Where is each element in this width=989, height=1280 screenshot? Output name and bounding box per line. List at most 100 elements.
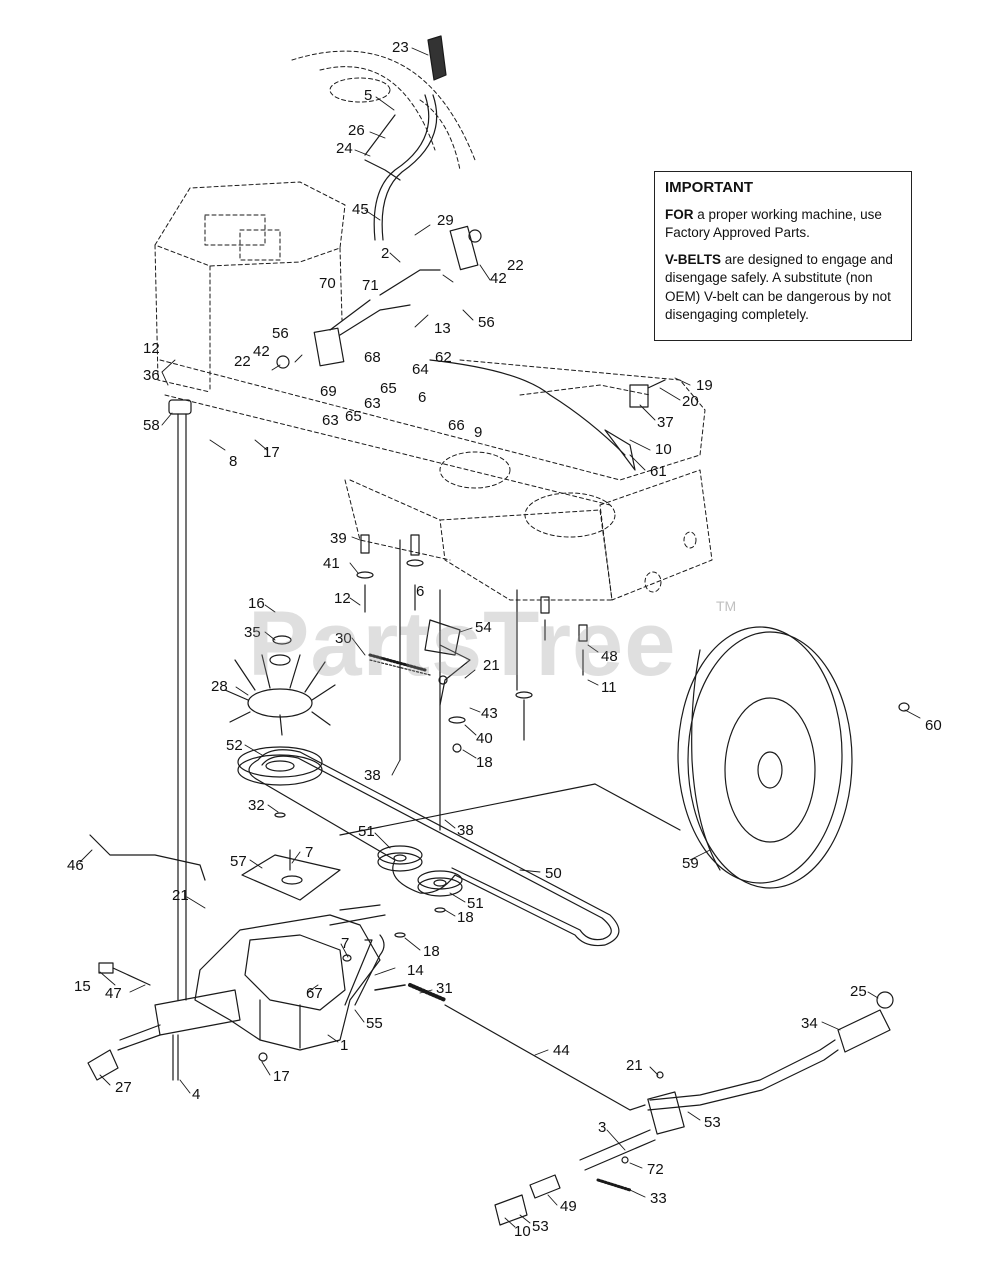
label-21b: 21 bbox=[172, 887, 189, 904]
label-5: 5 bbox=[364, 87, 372, 104]
label-71: 71 bbox=[362, 277, 379, 294]
label-69: 69 bbox=[320, 383, 337, 400]
label-50: 50 bbox=[545, 865, 562, 882]
label-42b: 42 bbox=[253, 343, 270, 360]
tractor-frame bbox=[154, 181, 713, 601]
label-32: 32 bbox=[248, 797, 265, 814]
label-65b: 65 bbox=[345, 408, 362, 425]
label-7a: 7 bbox=[305, 844, 313, 861]
label-10b: 10 bbox=[514, 1223, 531, 1240]
part-labels: 23 5 26 24 45 29 2 22 42 56 13 70 71 56 … bbox=[67, 39, 942, 1240]
label-12b: 12 bbox=[334, 590, 351, 607]
notice-para1-bold: FOR bbox=[665, 206, 694, 222]
shift-lever bbox=[373, 35, 447, 241]
label-66: 66 bbox=[448, 417, 465, 434]
harness bbox=[429, 359, 666, 471]
label-8: 8 bbox=[229, 453, 237, 470]
label-56a: 56 bbox=[478, 314, 495, 331]
label-11: 11 bbox=[601, 679, 617, 696]
notice-para1-text: a proper working machine, use Factory Ap… bbox=[665, 206, 882, 241]
label-21a: 21 bbox=[483, 657, 500, 674]
notice-paragraph-parts: FOR a proper working machine, use Factor… bbox=[665, 206, 903, 243]
label-65a: 65 bbox=[380, 380, 397, 397]
important-notice-box: IMPORTANT FOR a proper working machine, … bbox=[654, 171, 912, 341]
label-72: 72 bbox=[647, 1161, 664, 1178]
label-18a: 18 bbox=[476, 754, 493, 771]
label-41: 41 bbox=[323, 555, 340, 572]
label-15: 15 bbox=[74, 978, 91, 995]
label-10a: 10 bbox=[655, 441, 672, 458]
label-64: 64 bbox=[412, 361, 429, 378]
label-53a: 53 bbox=[704, 1114, 721, 1131]
label-9: 9 bbox=[474, 424, 482, 441]
partstree-watermark: PartsTree bbox=[248, 593, 677, 695]
label-51b: 51 bbox=[467, 895, 484, 912]
label-19: 19 bbox=[696, 377, 713, 394]
v-belt bbox=[248, 749, 620, 947]
label-34: 34 bbox=[801, 1015, 818, 1032]
notice-para2-bold: V-BELTS bbox=[665, 251, 722, 267]
label-30: 30 bbox=[335, 630, 352, 647]
notice-title: IMPORTANT bbox=[665, 179, 754, 196]
label-20: 20 bbox=[682, 393, 699, 410]
hardware bbox=[356, 534, 588, 831]
label-16: 16 bbox=[248, 595, 265, 612]
label-63a: 63 bbox=[364, 395, 381, 412]
label-27: 27 bbox=[115, 1079, 132, 1096]
label-21c: 21 bbox=[626, 1057, 643, 1074]
label-40: 40 bbox=[476, 730, 493, 747]
label-35: 35 bbox=[244, 624, 261, 641]
label-60: 60 bbox=[925, 717, 942, 734]
brake-rod bbox=[374, 983, 646, 1111]
label-45: 45 bbox=[352, 201, 369, 218]
label-39: 39 bbox=[330, 530, 347, 547]
label-12a: 12 bbox=[143, 340, 160, 357]
label-52: 52 bbox=[226, 737, 243, 754]
label-18c: 18 bbox=[423, 943, 440, 960]
label-70: 70 bbox=[319, 275, 336, 292]
rear-wheel bbox=[339, 626, 910, 889]
label-62: 62 bbox=[435, 349, 452, 366]
shift-linkage bbox=[276, 114, 482, 369]
label-4: 4 bbox=[192, 1086, 200, 1103]
label-63b: 63 bbox=[322, 412, 339, 429]
label-25: 25 bbox=[850, 983, 867, 1000]
label-42a: 42 bbox=[490, 270, 507, 287]
label-49: 49 bbox=[560, 1198, 577, 1215]
leader-lines bbox=[79, 47, 921, 1228]
label-38b: 38 bbox=[457, 822, 474, 839]
label-44: 44 bbox=[553, 1042, 570, 1059]
label-67: 67 bbox=[306, 985, 323, 1002]
guard-plate bbox=[241, 849, 341, 901]
pedal-arm bbox=[494, 991, 894, 1226]
label-48: 48 bbox=[601, 648, 618, 665]
label-61: 61 bbox=[650, 463, 667, 480]
trademark-mark: TM bbox=[716, 598, 737, 614]
label-56b: 56 bbox=[272, 325, 289, 342]
label-2: 2 bbox=[381, 245, 389, 262]
label-36: 36 bbox=[143, 367, 160, 384]
label-54: 54 bbox=[475, 619, 492, 636]
label-51a: 51 bbox=[358, 823, 375, 840]
label-46: 46 bbox=[67, 857, 84, 874]
label-14: 14 bbox=[407, 962, 424, 979]
label-37: 37 bbox=[657, 414, 674, 431]
label-23: 23 bbox=[392, 39, 409, 56]
shift-rod bbox=[168, 399, 192, 1001]
transaxle bbox=[117, 904, 386, 1081]
label-31: 31 bbox=[436, 980, 453, 997]
label-68: 68 bbox=[364, 349, 381, 366]
label-28: 28 bbox=[211, 678, 228, 695]
label-59: 59 bbox=[682, 855, 699, 872]
label-18b: 18 bbox=[457, 909, 474, 926]
label-13: 13 bbox=[434, 320, 451, 337]
label-47: 47 bbox=[105, 985, 122, 1002]
idler-pulleys bbox=[377, 845, 463, 938]
label-17a: 17 bbox=[263, 444, 280, 461]
label-57: 57 bbox=[230, 853, 247, 870]
label-24: 24 bbox=[336, 140, 353, 157]
label-22b: 22 bbox=[234, 353, 251, 370]
idler-bracket bbox=[368, 619, 471, 753]
label-6b: 6 bbox=[416, 583, 424, 600]
label-55: 55 bbox=[366, 1015, 383, 1032]
